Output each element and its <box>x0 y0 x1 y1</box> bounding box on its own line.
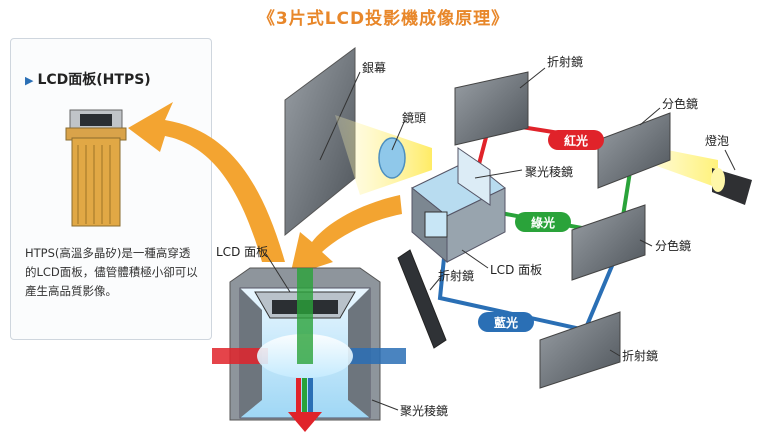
prism-cube <box>411 147 506 264</box>
lcd-panel-zoom-label: LCD 面板 <box>216 245 268 259</box>
blue-light-badge <box>478 312 534 332</box>
orange-arrow-to-prism-zoom <box>290 195 402 276</box>
projector-lens <box>378 137 406 179</box>
lens-label: 鏡頭 <box>402 110 426 125</box>
green-light-badge <box>515 212 571 232</box>
dichroic-mid-label: 分色鏡 <box>655 238 691 253</box>
red-light-badge <box>548 130 604 150</box>
zoomed-prism-assembly <box>212 267 406 432</box>
prism-zoom-label: 聚光稜鏡 <box>400 403 448 418</box>
reflector-mirror-bottom <box>539 311 621 389</box>
reflector-mirror-left <box>397 249 447 349</box>
screen-label: 銀幕 <box>362 61 386 75</box>
prism-label: 聚光稜鏡 <box>525 164 573 179</box>
red-light-label: 紅光 <box>564 133 588 148</box>
reflector-top-label: 折射鏡 <box>547 54 583 69</box>
triangle-bullet-icon: ▶ <box>25 74 34 87</box>
orange-arrow-to-lcd-info <box>128 102 285 262</box>
reflector-mirror-top <box>454 71 529 146</box>
blue-light-label: 藍光 <box>494 315 518 330</box>
dichroic-mirror-mid <box>571 204 646 281</box>
info-box-description: HTPS(高溫多晶矽)是一種高穿透的LCD面板，儘管體積極小卻可以產生高品質影像… <box>25 246 198 298</box>
lamp-glow <box>711 168 725 192</box>
lamp-label: 燈泡 <box>705 133 729 148</box>
info-box-heading-text: LCD面板(HTPS) <box>37 72 151 88</box>
lcd-chip-image <box>65 109 127 227</box>
lcd-panel-center-label: LCD 面板 <box>490 263 542 277</box>
reflector-left-label: 折射鏡 <box>438 268 474 283</box>
reflector-bottom-label: 折射鏡 <box>622 348 658 363</box>
green-light-label: 綠光 <box>531 215 555 230</box>
diagram-title: 《3片式LCD投影機成像原理》 <box>257 9 510 29</box>
dichroic-top-label: 分色鏡 <box>662 96 698 111</box>
dichroic-mirror-top <box>597 112 671 189</box>
info-box-heading: ▶LCD面板(HTPS) <box>25 69 151 89</box>
